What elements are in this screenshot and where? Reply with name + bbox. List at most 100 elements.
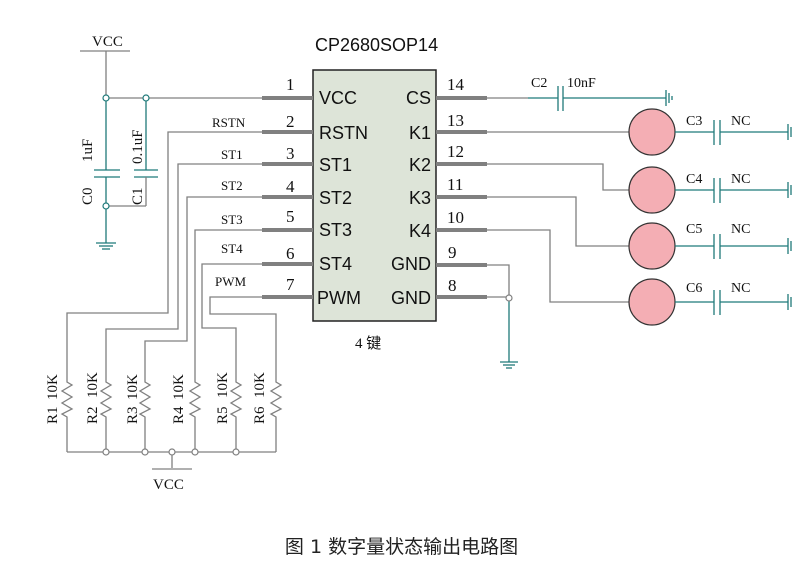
pin-number: 12 xyxy=(447,142,464,161)
pin-number: 10 xyxy=(447,208,464,227)
pin-number: 4 xyxy=(286,177,295,196)
pin-number: 6 xyxy=(286,244,295,263)
net-label: ST1 xyxy=(221,147,243,162)
st1-route xyxy=(105,163,262,380)
net-label: PWM xyxy=(215,274,247,289)
pin-label: ST3 xyxy=(319,220,352,240)
pin-label: ST1 xyxy=(319,155,352,175)
ic-cp2680: CP2680SOP14 4 键 1 2 3 4 5 6 7 VCC RSTN S… xyxy=(212,35,487,352)
junction xyxy=(232,448,240,456)
junction xyxy=(102,202,110,210)
net-label: RSTN xyxy=(212,115,246,130)
r4-value: 10K xyxy=(171,374,187,400)
pin-label: ST2 xyxy=(319,188,352,208)
pin-number: 14 xyxy=(447,75,465,94)
r5-ref: R5 xyxy=(215,406,231,424)
chip-body xyxy=(312,69,437,322)
c3-value: NC xyxy=(731,114,750,129)
vcc-bottom-rail: VCC xyxy=(67,448,276,493)
net-label: ST3 xyxy=(221,212,243,227)
resistor-r3 xyxy=(138,380,152,452)
pin-label: GND xyxy=(391,288,431,308)
c6-value: NC xyxy=(731,281,750,296)
c1-ref: C1 xyxy=(130,187,146,205)
resistor-r1 xyxy=(60,375,74,452)
pin-number: 13 xyxy=(447,111,464,130)
c4-value: NC xyxy=(731,172,750,187)
pin-label: VCC xyxy=(319,88,357,108)
pin-number: 5 xyxy=(286,207,295,226)
resistor-r5 xyxy=(229,380,243,452)
touch-pad-k1[interactable] xyxy=(628,108,676,156)
pin-label: ST4 xyxy=(319,254,352,274)
k3-wire xyxy=(487,196,630,247)
chip-subtitle: 4 键 xyxy=(355,335,381,352)
gnd-net xyxy=(487,264,518,369)
pullup-routing xyxy=(66,131,277,380)
c2-value: 10nF xyxy=(567,76,596,91)
touch-keys: C3 NC C4 NC C5 NC xyxy=(487,108,792,326)
pin-number: 8 xyxy=(448,276,457,295)
pin-label: K1 xyxy=(409,123,431,143)
resistor-r2 xyxy=(99,380,113,452)
c5-ref: C5 xyxy=(686,222,702,237)
c4-ref: C4 xyxy=(686,172,702,187)
c3: C3 NC xyxy=(675,114,792,145)
st3-route xyxy=(194,229,262,380)
r3-value: 10K xyxy=(125,374,141,400)
vcc-decoupling: VCC C0 1uF C1 0.1uF xyxy=(80,34,262,250)
resistor-r4 xyxy=(188,380,202,452)
pin-number: 9 xyxy=(448,243,457,262)
pwm-route xyxy=(209,296,277,380)
pin-label: RSTN xyxy=(319,123,368,143)
touch-pad-k4[interactable] xyxy=(628,278,676,326)
c0-ref: C0 xyxy=(80,187,96,205)
net-label: ST2 xyxy=(221,178,243,193)
touch-pad-k3[interactable] xyxy=(628,222,676,270)
net-label: ST4 xyxy=(221,241,243,256)
cs-capacitor: C2 10nF xyxy=(487,76,673,111)
c6: C6 NC xyxy=(675,281,792,315)
pin-label: K2 xyxy=(409,155,431,175)
k4-wire xyxy=(487,229,630,303)
r6-value: 10K xyxy=(252,372,268,398)
pin-number: 11 xyxy=(447,175,463,194)
c3-ref: C3 xyxy=(686,114,702,129)
r2-value: 10K xyxy=(85,372,101,398)
chip-name: CP2680SOP14 xyxy=(315,35,438,55)
pin-number: 3 xyxy=(286,144,295,163)
r1-ref: R1 xyxy=(45,406,61,424)
pin-label: GND xyxy=(391,254,431,274)
junction xyxy=(505,294,513,302)
junction xyxy=(102,448,110,456)
junction xyxy=(141,448,149,456)
junction xyxy=(142,94,150,102)
pin-label: K4 xyxy=(409,221,431,241)
pin-number: 2 xyxy=(286,112,295,131)
pin-label: PWM xyxy=(317,288,361,308)
c2-ref: C2 xyxy=(531,76,547,91)
pin-number: 1 xyxy=(286,75,295,94)
junction xyxy=(102,94,110,102)
c5: C5 NC xyxy=(675,222,792,259)
st4-route xyxy=(201,263,262,380)
r5-value: 10K xyxy=(215,372,231,398)
r6-ref: R6 xyxy=(252,406,268,424)
c0-value: 1uF xyxy=(80,139,96,162)
pin-number: 7 xyxy=(286,275,295,294)
touch-pad-k2[interactable] xyxy=(628,166,676,214)
c6-ref: C6 xyxy=(686,281,702,296)
gnd9-wire xyxy=(487,264,510,298)
c5-value: NC xyxy=(731,222,750,237)
junction xyxy=(191,448,199,456)
r3-ref: R3 xyxy=(125,406,141,424)
right-pins: 14 13 12 11 10 9 8 CS K1 K2 K3 K4 GND GN… xyxy=(391,75,487,308)
r4-ref: R4 xyxy=(171,406,187,424)
r1-value: 10K xyxy=(45,374,61,400)
pin-label: K3 xyxy=(409,188,431,208)
left-pins: 1 2 3 4 5 6 7 VCC RSTN ST1 ST2 ST3 ST4 P… xyxy=(212,75,368,308)
vcc-label-top: VCC xyxy=(92,34,123,50)
junction xyxy=(168,448,176,456)
vcc-label-bottom: VCC xyxy=(153,477,184,493)
